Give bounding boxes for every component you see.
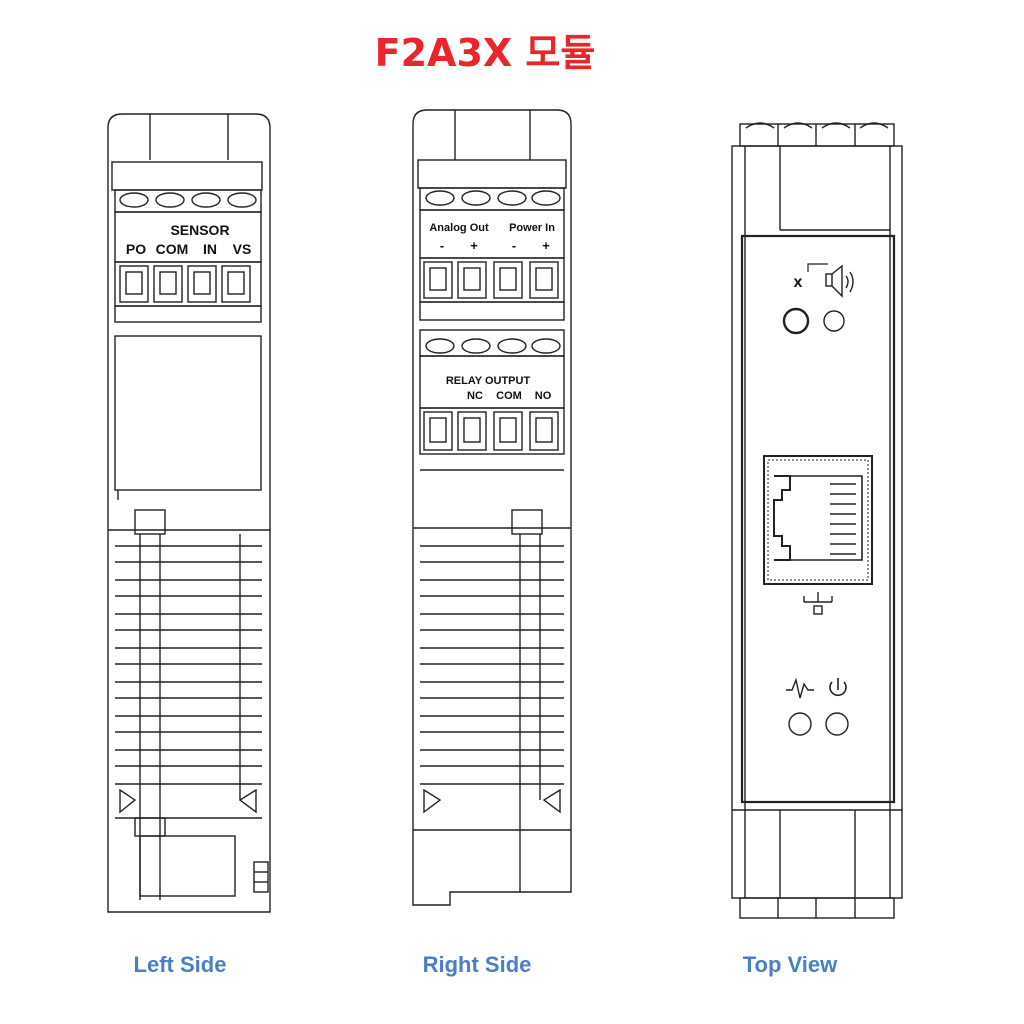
top-view: x bbox=[731, 122, 903, 919]
ethernet-port-icon bbox=[763, 455, 873, 585]
relay-output-header: RELAY OUTPUT bbox=[446, 375, 531, 387]
network-icon bbox=[803, 592, 833, 615]
power-in-label: Power In bbox=[509, 222, 555, 234]
top-view-caption: Top View bbox=[742, 952, 838, 977]
power-minus-sign: - bbox=[512, 238, 516, 253]
relay-label-nc: NC bbox=[467, 390, 483, 402]
power-plus-sign: + bbox=[542, 238, 550, 253]
terminal-label-po: PO bbox=[126, 241, 146, 257]
alarm-led bbox=[823, 310, 845, 332]
signal-led bbox=[788, 712, 812, 736]
left-side-caption: Left Side bbox=[133, 952, 227, 977]
terminal-label-vs: VS bbox=[233, 241, 252, 257]
relay-label-com: COM bbox=[496, 390, 522, 402]
speaker-icon bbox=[825, 264, 854, 298]
sensor-header: SENSOR bbox=[170, 222, 229, 238]
buzzer-indicator bbox=[782, 307, 810, 335]
power-icon bbox=[829, 678, 847, 697]
terminal-label-in: IN bbox=[203, 241, 217, 257]
mute-x-mark: x bbox=[794, 274, 803, 291]
analog-plus-sign: + bbox=[470, 238, 478, 253]
analog-minus-sign: - bbox=[440, 238, 444, 253]
power-led bbox=[825, 712, 849, 736]
left-side-view: SENSOR PO COM IN VS bbox=[107, 113, 271, 913]
right-side-view: Analog Out Power In - + - + RELAY OUTPUT… bbox=[412, 109, 572, 906]
terminal-label-com: COM bbox=[156, 241, 189, 257]
relay-label-no: NO bbox=[535, 390, 552, 402]
right-ribs bbox=[420, 545, 564, 785]
right-side-caption: Right Side bbox=[422, 952, 532, 977]
diagram-title: F2A3X 모듈 bbox=[374, 31, 596, 75]
signal-pulse-icon bbox=[786, 677, 814, 699]
analog-out-label: Analog Out bbox=[429, 222, 489, 234]
